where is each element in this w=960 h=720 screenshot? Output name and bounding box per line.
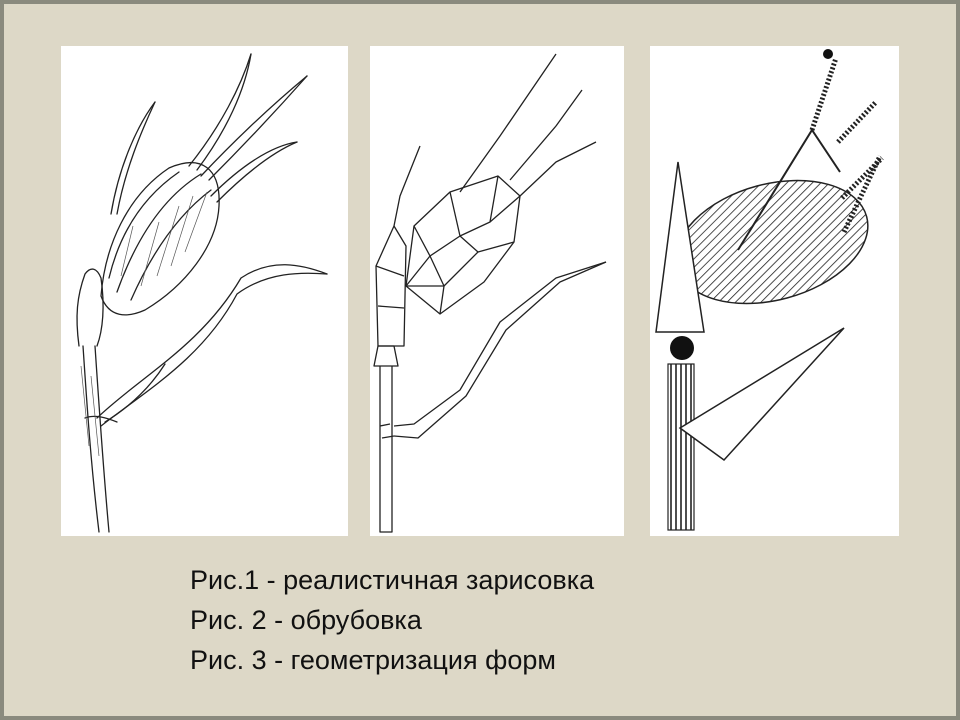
caption-fig-1: Рис.1 - реалистичная зарисовка xyxy=(190,565,595,595)
captions: Рис.1 - реалистичная зарисовка Рис. 2 - … xyxy=(190,560,594,680)
plant-sketch-faceted-icon xyxy=(373,53,607,533)
faceted-sketch-panel xyxy=(370,46,624,536)
plant-sketch-geometric-icon xyxy=(655,49,884,531)
plant-sketch-realistic-icon xyxy=(76,53,328,533)
realistic-sketch-panel xyxy=(61,46,348,536)
caption-fig-2: Рис. 2 - обрубовка xyxy=(190,605,422,635)
geometric-sketch-panel xyxy=(650,46,899,536)
caption-fig-3: Рис. 3 - геометризация форм xyxy=(190,645,556,675)
